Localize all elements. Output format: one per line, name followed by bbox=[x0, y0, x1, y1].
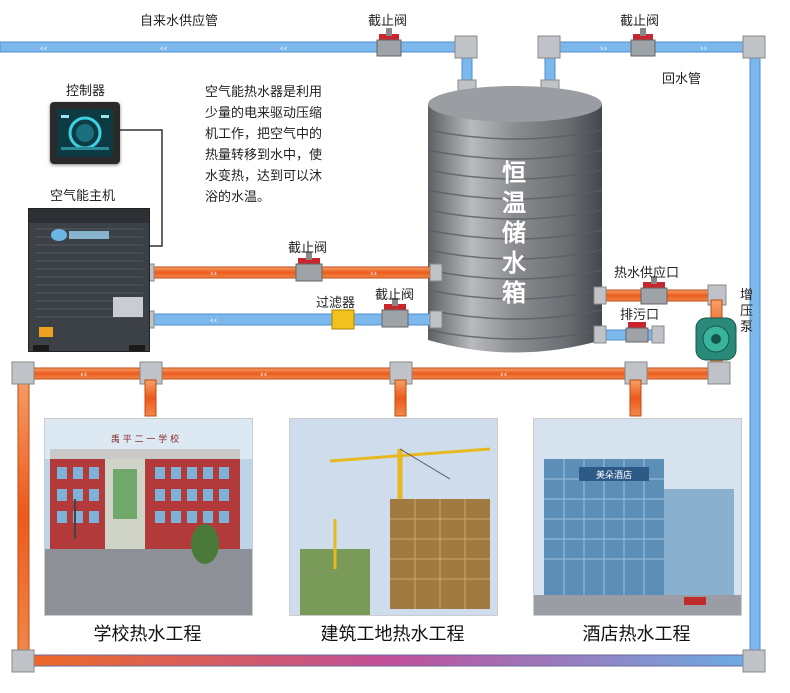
svg-text:››: ›› bbox=[210, 269, 217, 279]
bottom-return-pipe bbox=[12, 650, 765, 672]
svg-text:‹‹: ‹‹ bbox=[280, 44, 287, 54]
tap-water-pipe-label: 自来水供应管 bbox=[140, 10, 218, 29]
svg-text:‹‹: ‹‹ bbox=[500, 370, 507, 380]
booster-pump-label: 增压泵 bbox=[740, 288, 754, 336]
valve-middle-label: 截止阀 bbox=[288, 237, 327, 256]
valve-top-left-label: 截止阀 bbox=[368, 10, 407, 29]
return-pipe-label: 回水管 bbox=[662, 68, 701, 87]
svg-text:‹‹: ‹‹ bbox=[40, 44, 47, 54]
heat-pump-icon bbox=[29, 209, 149, 351]
air-source-unit bbox=[28, 208, 150, 352]
svg-text:‹‹: ‹‹ bbox=[160, 44, 167, 54]
controller-display-icon bbox=[57, 109, 113, 157]
valve-top-right bbox=[631, 28, 655, 56]
drain-outlet-pipe bbox=[594, 322, 664, 343]
hotel-building-image: 美朵酒店 bbox=[534, 419, 741, 615]
school-building-image: 禹 平 二 一 学 校 bbox=[45, 419, 252, 615]
valve-top-right-label: 截止阀 bbox=[620, 10, 659, 29]
svg-text:‹‹: ‹‹ bbox=[80, 370, 87, 380]
caption-construction: 建筑工地热水工程 bbox=[289, 620, 496, 646]
svg-text:‹‹: ‹‹ bbox=[210, 316, 217, 326]
svg-text:››: ›› bbox=[700, 44, 707, 54]
booster-pump bbox=[696, 318, 736, 360]
valve-lower-label: 截止阀 bbox=[375, 284, 414, 303]
school-photo: 禹 平 二 一 学 校 bbox=[44, 418, 253, 616]
description-text: 空气能热水器是利用 少量的电来驱动压缩 机工作，把空气中的 热量转移到水中，使 … bbox=[205, 82, 357, 208]
hotel-sign: 美朵酒店 bbox=[596, 469, 632, 481]
filter bbox=[332, 310, 354, 329]
controller-label: 控制器 bbox=[66, 80, 105, 99]
hot-water-outlet-label: 热水供应口 bbox=[614, 262, 679, 281]
controller-device bbox=[50, 102, 120, 164]
construction-site-image bbox=[290, 419, 497, 615]
construction-photo bbox=[289, 418, 498, 616]
svg-text:‹‹: ‹‹ bbox=[260, 370, 267, 380]
hotel-photo: 美朵酒店 bbox=[533, 418, 742, 616]
school-sign: 禹 平 二 一 学 校 bbox=[111, 433, 179, 445]
valve-top-left bbox=[377, 28, 401, 56]
svg-text:››: ›› bbox=[370, 269, 377, 279]
filter-label: 过滤器 bbox=[316, 292, 355, 311]
air-unit-label: 空气能主机 bbox=[50, 185, 115, 204]
hot-pipe-to-tank: ›› ›› bbox=[142, 264, 442, 281]
tank-label: 恒 温 储 水 箱 bbox=[502, 158, 526, 308]
caption-school: 学校热水工程 bbox=[44, 620, 251, 646]
drain-outlet-label: 排污口 bbox=[620, 304, 659, 323]
svg-text:››: ›› bbox=[600, 44, 607, 54]
valve-middle bbox=[296, 252, 322, 281]
caption-hotel: 酒店热水工程 bbox=[533, 620, 740, 646]
